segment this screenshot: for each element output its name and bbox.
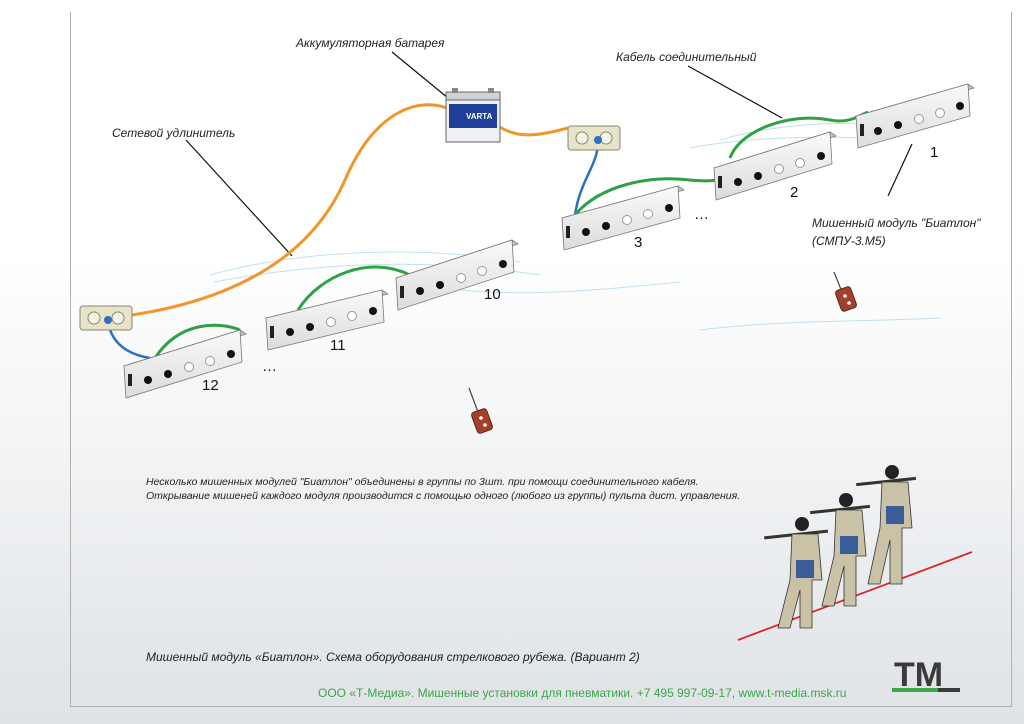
leader-lines (185, 51, 913, 257)
cable-label: Кабель соединительный (616, 50, 757, 64)
module-ellipsis-bottom: … (262, 358, 277, 375)
socket-right (567, 125, 621, 151)
socket-left (79, 305, 133, 331)
module-number-11: 11 (330, 337, 346, 354)
target-module-2 (713, 131, 837, 201)
module-number-2: 2 (790, 184, 799, 201)
module-number-1: 1 (930, 144, 939, 161)
target-module-11 (265, 289, 389, 351)
module-label-line1: Мишенный модуль "Биатлон" (812, 216, 981, 230)
description-line-1: Несколько мишенных модулей "Биатлон" объ… (146, 476, 699, 488)
shooter-figure (764, 517, 829, 629)
shooter-figure (856, 465, 917, 585)
footer-contact: ООО «Т-Медиа». Мишенные установки для пн… (318, 686, 847, 700)
module-ellipsis-top: … (694, 206, 709, 223)
module-label-line2: (СМПУ-3.М5) (812, 234, 886, 248)
remote-control-icon (833, 271, 857, 312)
module-number-12: 12 (202, 377, 219, 394)
extender-label: Сетевой удлинитель (112, 126, 236, 140)
target-module-12 (123, 329, 247, 399)
shooter-figure (810, 493, 871, 607)
tm-logo: TM (892, 656, 962, 692)
extender-cable (131, 103, 569, 317)
remote-control-icon (468, 387, 493, 434)
module-number-10: 10 (484, 286, 501, 303)
page-frame (70, 12, 1012, 707)
battery-label: Аккумуляторная батарея (296, 36, 445, 50)
battery-icon: VARTA (445, 88, 501, 143)
module-number-3: 3 (634, 234, 643, 251)
figure-caption: Мишенный модуль «Биатлон». Схема оборудо… (146, 650, 640, 664)
description-line-2: Открывание мишеней каждого модуля произв… (146, 490, 741, 502)
target-module-1 (855, 83, 975, 149)
battery-brand: VARTA (466, 112, 493, 121)
target-module-3 (561, 185, 685, 251)
link-cables (153, 110, 869, 359)
target-module-10 (395, 239, 519, 311)
logo-text: TM (894, 656, 943, 692)
